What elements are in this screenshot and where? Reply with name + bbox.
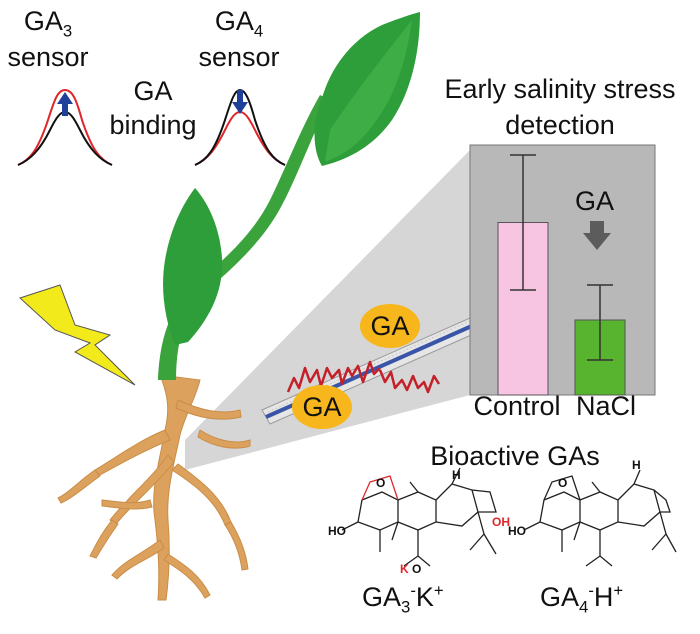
ga3-sensor-word: sensor <box>7 42 89 72</box>
lower-leaf <box>163 188 223 345</box>
ga3-atom-o: O <box>376 476 386 490</box>
ga-binding-line1: GA <box>133 76 173 106</box>
ga3-atom-h: H <box>452 468 461 482</box>
ga4-structure-icon <box>523 469 677 567</box>
ga-badge-bottom-label: GA <box>302 392 342 422</box>
category-label-control: Control <box>473 391 561 421</box>
category-label-nacl: NaCl <box>575 391 636 421</box>
error-bar-control <box>510 154 536 291</box>
bar-group <box>497 154 626 396</box>
ga-badge-top-label: GA <box>370 311 410 341</box>
ga4-h-label: GA4-H+ <box>540 581 624 617</box>
panel-title-line1: Early salinity stress <box>444 74 676 104</box>
error-bar-nacl <box>587 284 613 361</box>
zoom-cone <box>185 150 470 470</box>
ga3-atom-o-minus: O <box>412 562 422 576</box>
ga-badge-top <box>360 304 420 348</box>
ga3-atom-oh: OH <box>492 515 510 529</box>
ga4-sensor-word: sensor <box>198 42 280 72</box>
ga3-structure-icon <box>341 467 497 567</box>
ga4-atom-o: O <box>558 476 568 490</box>
upper-leaf-highlight <box>325 20 412 162</box>
ga4-sensor-title: GA4 <box>214 6 264 41</box>
panel-title-line2: detection <box>505 110 615 140</box>
ga3-sensor-title: GA3 <box>23 6 73 41</box>
plant-stem <box>158 95 330 380</box>
ga4-atom-h: H <box>632 458 641 472</box>
bioactive-gas-title: Bioactive GAs <box>430 441 600 471</box>
ga4-down-arrow-icon <box>232 90 248 114</box>
ga-down-arrow-icon <box>583 221 611 250</box>
ga3-k-label: GA3-K+ <box>362 581 444 617</box>
plant-roots <box>57 374 251 601</box>
ga3-up-arrow-icon <box>57 92 73 116</box>
ga-badge-bottom <box>292 385 352 429</box>
ga-arrow-label: GA <box>575 186 615 216</box>
ga-binding-line2: binding <box>109 110 197 140</box>
stress-bolt-icon <box>19 284 136 386</box>
ga3-atom-ho: HO <box>328 524 346 538</box>
ga4-atom-ho: HO <box>508 524 526 538</box>
ga3-atom-k: K <box>400 562 409 576</box>
